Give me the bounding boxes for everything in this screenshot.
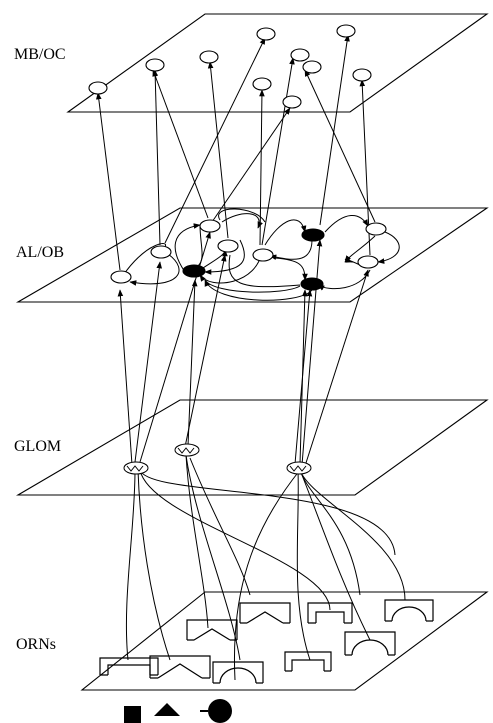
glomerulus bbox=[286, 461, 312, 475]
layer-label-al-ob: AL/OB bbox=[16, 244, 64, 261]
al-neuron bbox=[217, 239, 239, 253]
glom-plane bbox=[15, 399, 489, 496]
mb-neuron bbox=[88, 81, 108, 95]
glomeruli bbox=[123, 443, 312, 475]
mb-neuron bbox=[252, 77, 272, 91]
triangle-receptor bbox=[149, 655, 211, 679]
glomerulus bbox=[123, 461, 149, 475]
square-receptor bbox=[99, 657, 159, 676]
mb-neurons bbox=[88, 24, 372, 109]
layer-label-mb-oc: MB/OC bbox=[14, 46, 66, 63]
round-receptor bbox=[344, 631, 396, 656]
mb-neuron bbox=[336, 24, 356, 38]
round-receptor bbox=[212, 661, 264, 684]
mb-neuron bbox=[199, 50, 219, 64]
layer-label-orns: ORNs bbox=[16, 636, 57, 653]
al-neuron bbox=[357, 255, 379, 269]
square-receptor bbox=[307, 602, 353, 624]
triangle-receptor bbox=[186, 619, 238, 641]
al-inhibitory-neuron bbox=[182, 264, 206, 278]
ligand-legend bbox=[124, 699, 232, 723]
al-neuron bbox=[252, 248, 274, 262]
al-neuron bbox=[150, 245, 172, 259]
square-receptor bbox=[284, 651, 332, 672]
square-ligand-icon bbox=[124, 706, 141, 723]
round-ligand-icon bbox=[200, 699, 232, 723]
al-local-connections bbox=[121, 208, 400, 301]
orn-plane bbox=[80, 591, 489, 691]
mb-oc-plane bbox=[66, 13, 489, 113]
mb-neuron bbox=[282, 95, 302, 109]
triangle-ligand-icon bbox=[154, 703, 180, 716]
mb-neuron bbox=[256, 27, 276, 41]
mb-neuron bbox=[302, 60, 322, 74]
orn-to-glom-axons bbox=[125, 454, 406, 681]
mb-neuron bbox=[290, 48, 310, 62]
mb-neuron bbox=[352, 68, 372, 82]
al-neuron bbox=[199, 219, 221, 233]
orn-receptors bbox=[99, 599, 434, 684]
al-inhibitory-neuron bbox=[301, 228, 325, 242]
mb-neuron bbox=[145, 58, 165, 72]
glomerulus bbox=[174, 443, 200, 457]
round-receptor bbox=[384, 599, 434, 622]
al-inhibitory-neuron bbox=[300, 277, 324, 291]
layer-label-glom: GLOM bbox=[14, 438, 62, 455]
triangle-receptor bbox=[239, 602, 291, 624]
al-neuron bbox=[110, 270, 132, 284]
al-to-mb-projections bbox=[95, 34, 376, 271]
glom-to-al-projections bbox=[117, 231, 369, 467]
al-neuron bbox=[365, 222, 387, 236]
al-neurons bbox=[110, 219, 387, 291]
